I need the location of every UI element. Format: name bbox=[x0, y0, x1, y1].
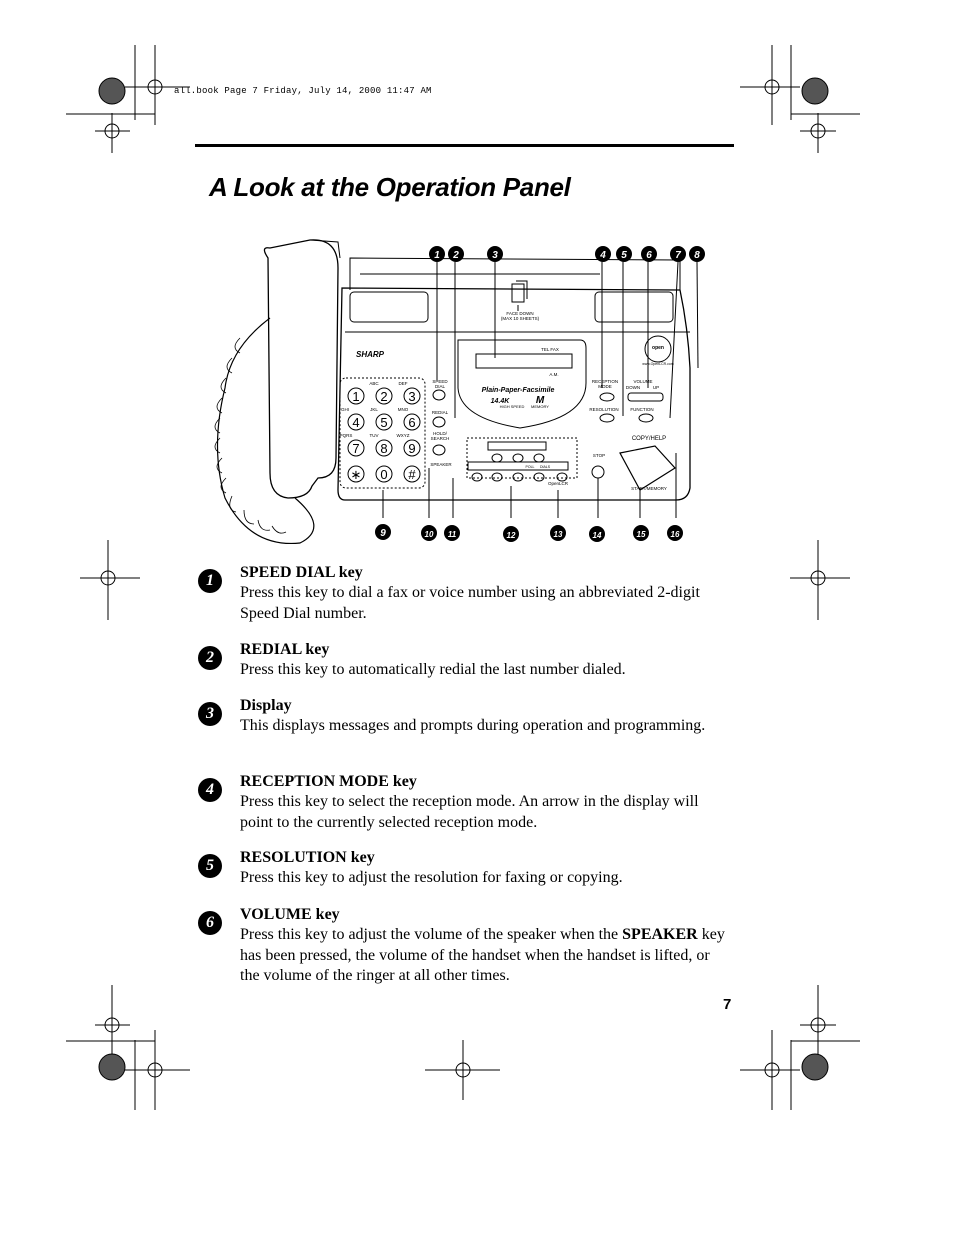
item-number-badge: 3 bbox=[198, 702, 222, 726]
svg-text:POLL: POLL bbox=[526, 465, 535, 469]
svg-text:Plain-Paper-Facsimile: Plain-Paper-Facsimile bbox=[482, 387, 555, 394]
running-header: all.book Page 7 Friday, July 14, 2000 11… bbox=[174, 86, 432, 96]
item-resolution: 5 RESOLUTION key Press this key to adjus… bbox=[198, 848, 738, 898]
callout-9: 9 bbox=[380, 528, 386, 539]
svg-text:SPEED: SPEED bbox=[432, 379, 448, 384]
item-body: Press this key to automatically redial t… bbox=[240, 661, 626, 678]
callout-5: 5 bbox=[621, 250, 627, 261]
svg-text:STOP: STOP bbox=[593, 453, 605, 458]
callout-4: 4 bbox=[599, 250, 606, 261]
key-4: 4 bbox=[352, 415, 359, 430]
item-title: REDIAL key bbox=[240, 641, 330, 658]
key-0: 0 bbox=[380, 467, 387, 482]
svg-text:VOLUME: VOLUME bbox=[633, 379, 652, 384]
item-number-badge: 4 bbox=[198, 778, 222, 802]
brand-logo: SHARP bbox=[356, 350, 385, 359]
item-number-badge: 2 bbox=[198, 646, 222, 670]
svg-text:TEL FAX: TEL FAX bbox=[541, 347, 559, 352]
svg-text:FACE DOWN: FACE DOWN bbox=[506, 311, 533, 316]
callout-10: 10 bbox=[425, 530, 434, 539]
svg-text:www.OpenLCR.com: www.OpenLCR.com bbox=[642, 362, 674, 366]
callout-11: 11 bbox=[448, 530, 457, 539]
item-title: RECEPTION MODE key bbox=[240, 773, 417, 790]
fax-panel-illustration: 1 2 3 4 5 6 7 8 9 ∗ 0 # ABC DEF GHI JKL … bbox=[214, 239, 705, 545]
svg-text:RECEPTION: RECEPTION bbox=[592, 379, 618, 384]
svg-text:MODE: MODE bbox=[598, 384, 612, 389]
item-speed-dial: 1 SPEED DIAL key Press this key to dial … bbox=[198, 563, 738, 633]
svg-text:OpenLCR: OpenLCR bbox=[548, 481, 569, 486]
svg-text:open: open bbox=[652, 345, 664, 351]
svg-text:GHI: GHI bbox=[341, 407, 349, 412]
svg-text:MEMORY: MEMORY bbox=[531, 404, 549, 409]
svg-text:RESOLUTION: RESOLUTION bbox=[589, 407, 618, 412]
svg-text:DIAL: DIAL bbox=[435, 384, 446, 389]
item-body: Press this key to dial a fax or voice nu… bbox=[240, 584, 700, 622]
svg-text:(MAX 10 SHEETS): (MAX 10 SHEETS) bbox=[501, 316, 540, 321]
svg-text:ABC: ABC bbox=[369, 381, 379, 386]
svg-text:WXYZ: WXYZ bbox=[397, 433, 410, 438]
page-number: 7 bbox=[723, 996, 732, 1013]
item-body: Press this key to adjust the resolution … bbox=[240, 869, 623, 886]
item-redial: 2 REDIAL key Press this key to automatic… bbox=[198, 640, 738, 690]
svg-text:FUNCTION: FUNCTION bbox=[630, 407, 653, 412]
svg-text:M: M bbox=[536, 395, 545, 406]
svg-text:SEARCH: SEARCH bbox=[431, 436, 450, 441]
item-title: VOLUME key bbox=[240, 906, 340, 923]
key-star: ∗ bbox=[351, 467, 362, 482]
key-8: 8 bbox=[380, 441, 387, 456]
item-number-badge: 6 bbox=[198, 911, 222, 935]
callout-12: 12 bbox=[507, 531, 516, 540]
svg-text:DOWN: DOWN bbox=[626, 385, 640, 390]
callout-8: 8 bbox=[694, 250, 700, 261]
svg-text:REDIAL: REDIAL bbox=[432, 410, 449, 415]
speaker-keyword: SPEAKER bbox=[622, 926, 698, 943]
svg-text:DIALS: DIALS bbox=[540, 465, 551, 469]
key-1: 1 bbox=[352, 389, 359, 404]
callout-2: 2 bbox=[452, 250, 459, 261]
page-title: A Look at the Operation Panel bbox=[209, 172, 571, 202]
key-6: 6 bbox=[408, 415, 415, 430]
item-title: RESOLUTION key bbox=[240, 849, 375, 866]
svg-text:DEF: DEF bbox=[399, 381, 408, 386]
key-9: 9 bbox=[408, 441, 415, 456]
svg-text:14.4K: 14.4K bbox=[491, 398, 511, 405]
svg-text:UP: UP bbox=[653, 385, 659, 390]
key-hash: # bbox=[408, 467, 416, 482]
callout-16: 16 bbox=[671, 530, 680, 539]
svg-text:HOLD/: HOLD/ bbox=[433, 431, 448, 436]
item-body: This displays messages and prompts durin… bbox=[240, 717, 706, 734]
item-volume: 6 VOLUME key Press this key to adjust th… bbox=[198, 905, 738, 995]
callout-6: 6 bbox=[646, 250, 652, 261]
svg-text:COPY/HELP: COPY/HELP bbox=[632, 436, 666, 442]
item-body: Press this key to select the reception m… bbox=[240, 793, 699, 831]
svg-text:TUV: TUV bbox=[370, 433, 379, 438]
key-3: 3 bbox=[408, 389, 415, 404]
callout-3: 3 bbox=[492, 250, 498, 261]
key-7: 7 bbox=[352, 441, 359, 456]
callout-14: 14 bbox=[593, 531, 602, 540]
item-title: Display bbox=[240, 697, 292, 714]
key-2: 2 bbox=[380, 389, 387, 404]
callout-7: 7 bbox=[675, 250, 681, 261]
svg-text:A.M.: A.M. bbox=[549, 372, 558, 377]
svg-text:START/MEMORY: START/MEMORY bbox=[631, 486, 667, 491]
item-reception-mode: 4 RECEPTION MODE key Press this key to s… bbox=[198, 772, 738, 842]
svg-text:SPEAKER: SPEAKER bbox=[430, 462, 452, 467]
item-title: SPEED DIAL key bbox=[240, 564, 363, 581]
item-number-badge: 5 bbox=[198, 854, 222, 878]
svg-text:JKL: JKL bbox=[370, 407, 378, 412]
callout-13: 13 bbox=[554, 530, 563, 539]
header-rule bbox=[195, 144, 734, 147]
item-number-badge: 1 bbox=[198, 569, 222, 593]
svg-text:PQRS: PQRS bbox=[340, 433, 353, 438]
item-display: 3 Display This displays messages and pro… bbox=[198, 696, 738, 766]
key-5: 5 bbox=[380, 415, 387, 430]
item-body: Press this key to adjust the volume of t… bbox=[240, 926, 725, 984]
callout-1: 1 bbox=[434, 250, 440, 261]
svg-text:MNO: MNO bbox=[398, 407, 409, 412]
callout-15: 15 bbox=[637, 530, 646, 539]
svg-text:HIGH SPEED: HIGH SPEED bbox=[500, 404, 525, 409]
